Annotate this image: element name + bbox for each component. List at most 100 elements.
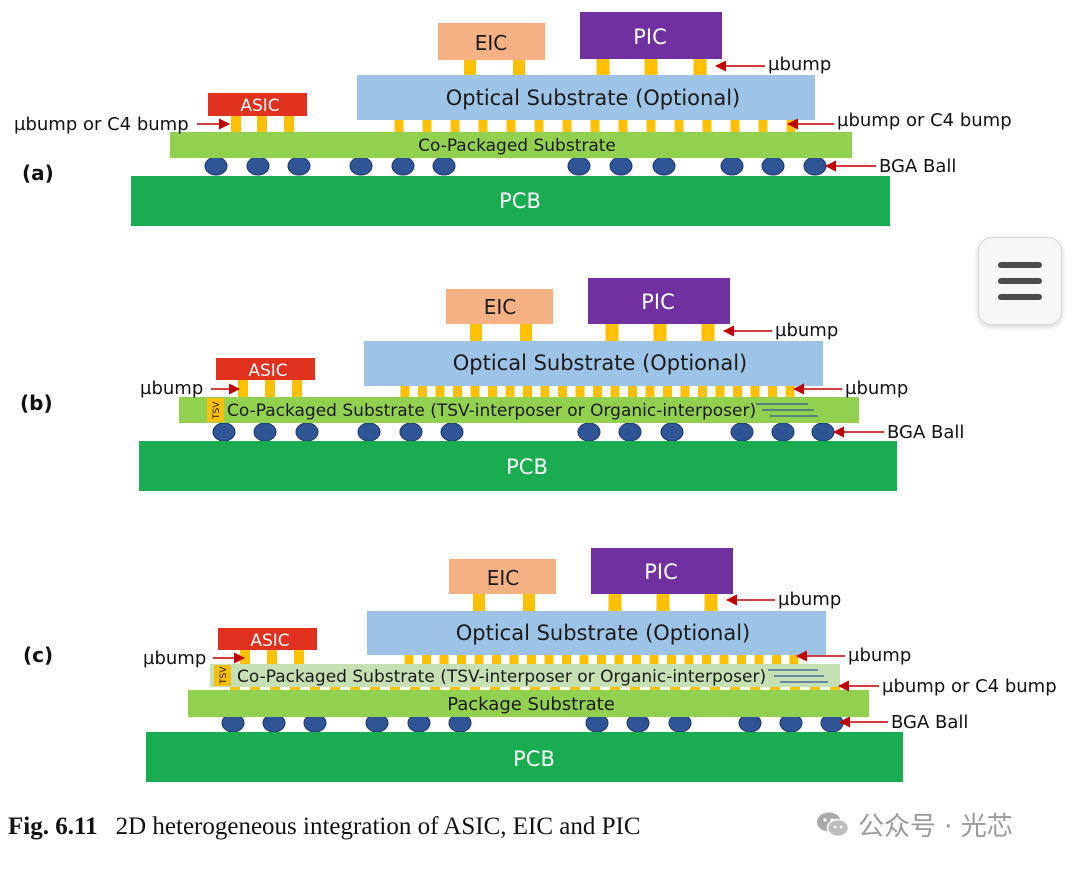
bga-ball <box>567 156 591 176</box>
bump <box>310 687 320 691</box>
bump <box>422 655 431 664</box>
bump <box>562 655 571 664</box>
bga-ball <box>287 156 311 176</box>
bump <box>390 687 400 691</box>
bump <box>733 386 742 397</box>
bump <box>770 687 780 691</box>
bump <box>464 60 476 75</box>
bump <box>704 594 718 611</box>
bump <box>750 386 760 397</box>
asic-chip <box>216 358 315 380</box>
optical-bump-callout: µbump <box>848 645 911 666</box>
wechat-icon <box>817 812 850 837</box>
bump <box>510 687 520 691</box>
bump <box>656 594 670 611</box>
bump <box>488 386 497 397</box>
bump <box>786 120 796 132</box>
bump <box>294 650 304 664</box>
tsv-label: TSV <box>212 401 222 420</box>
bump <box>250 687 260 691</box>
asic-chip <box>218 628 317 650</box>
pic-label: PIC <box>641 290 675 314</box>
asic-label: ASIC <box>240 96 279 116</box>
bump <box>439 655 449 664</box>
pic-label: PIC <box>633 25 667 49</box>
bga-ball <box>803 156 827 176</box>
bump <box>737 655 746 664</box>
bump <box>789 655 799 664</box>
panel-b: PCB TSV Co-Packaged Substrate (TSV-inter… <box>20 278 964 491</box>
bump <box>690 687 700 691</box>
asic-label: ASIC <box>248 361 287 381</box>
panel-c: PCB Package Substrate TSV Co-Packaged Su… <box>23 548 1057 782</box>
hamburger-menu-icon <box>998 294 1042 300</box>
bump <box>267 650 277 664</box>
co-packaged-substrate-label: Co-Packaged Substrate <box>418 136 616 156</box>
package-substrate-label: Package Substrate <box>447 694 615 715</box>
bump <box>410 687 420 691</box>
bump <box>257 116 267 132</box>
pcb <box>139 441 897 491</box>
bump <box>614 655 624 664</box>
watermark-text: 公众号 · 光芯 <box>858 812 1013 842</box>
bump <box>238 380 248 397</box>
co-packaged-substrate-label: Co-Packaged Substrate (TSV-interposer or… <box>227 401 756 421</box>
bump <box>513 60 525 75</box>
bump <box>644 59 658 75</box>
bga-ball <box>253 422 277 442</box>
eic-chip <box>446 289 553 324</box>
bump <box>618 120 628 132</box>
bump <box>231 116 241 132</box>
eic-chip <box>449 559 556 594</box>
pcb-label: PCB <box>499 189 541 213</box>
bump <box>610 687 620 691</box>
bump <box>715 386 725 397</box>
bump <box>730 687 740 691</box>
bump <box>590 687 600 691</box>
bump-group-b <box>238 324 795 397</box>
bump <box>590 120 600 132</box>
bump <box>670 687 680 691</box>
bga-ball <box>771 422 795 442</box>
bump <box>608 594 622 611</box>
bump <box>650 687 660 691</box>
bump <box>506 120 516 132</box>
bump <box>523 594 535 611</box>
pcb-label: PCB <box>506 455 548 479</box>
bump <box>730 120 740 132</box>
bump <box>674 120 684 132</box>
bga-ball <box>440 422 464 442</box>
co-packaged-substrate <box>179 397 859 423</box>
optical-bump-callout: µbump or C4 bump <box>837 110 1012 131</box>
panel-label: (a) <box>22 161 54 185</box>
bump <box>758 120 768 132</box>
asic-bump-callout: µbump <box>143 648 206 669</box>
bump <box>370 687 380 691</box>
bump <box>575 386 585 397</box>
hamburger-menu-button[interactable] <box>978 237 1062 325</box>
panel-label: (c) <box>23 643 53 667</box>
bump <box>509 655 519 664</box>
bga-ball <box>295 422 319 442</box>
bump <box>350 687 360 691</box>
bga-ball <box>391 156 415 176</box>
panel-a: PCB Co-Packaged Substrate Optical Substr… <box>14 12 1012 226</box>
pcb <box>146 732 903 782</box>
bump <box>605 324 619 341</box>
bga-ball <box>246 156 270 176</box>
bump <box>562 120 572 132</box>
pic-chip <box>591 548 733 594</box>
bump <box>570 687 580 691</box>
watermark: 公众号 · 光芯 <box>816 806 1013 843</box>
bump <box>530 687 540 691</box>
eic-label: EIC <box>487 566 520 590</box>
bga-ball <box>432 156 456 176</box>
bga-ball <box>652 156 676 176</box>
bump <box>422 120 432 132</box>
bump <box>710 687 720 691</box>
bump <box>470 386 480 397</box>
bga-group-b <box>212 422 835 442</box>
panel-label: (b) <box>20 391 53 415</box>
integration-diagram: PCB Co-Packaged Substrate Optical Substr… <box>14 12 1057 782</box>
